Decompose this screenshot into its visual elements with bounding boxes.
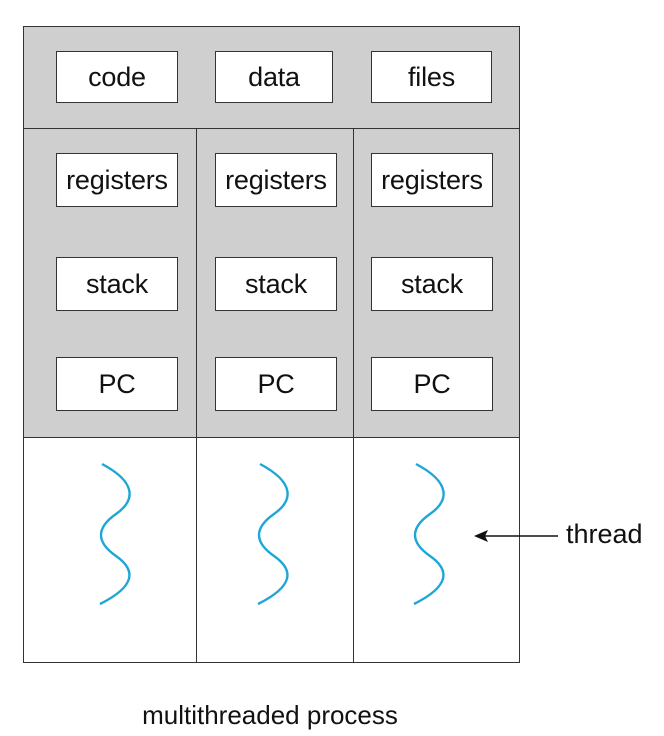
stack-box: stack xyxy=(215,257,337,311)
code-box: code xyxy=(56,51,178,103)
thread-columns xyxy=(23,128,520,663)
stack-box: stack xyxy=(371,257,493,311)
stack-box: stack xyxy=(56,257,178,311)
pc-box: PC xyxy=(215,357,337,411)
diagram-caption: multithreaded process xyxy=(142,700,398,730)
pc-box: PC xyxy=(56,357,178,411)
thread-divider xyxy=(354,437,519,438)
registers-box: registers xyxy=(215,153,337,207)
registers-box: registers xyxy=(371,153,493,207)
wavy-line-icon xyxy=(94,462,140,606)
files-box: files xyxy=(371,51,492,103)
thread-divider xyxy=(197,437,354,438)
wavy-line-icon xyxy=(252,462,298,606)
registers-box: registers xyxy=(56,153,178,207)
arrow-left-icon xyxy=(474,528,558,544)
data-box: data xyxy=(215,51,333,103)
thread-label: thread xyxy=(566,519,643,549)
wavy-line-icon xyxy=(408,462,454,606)
thread-divider xyxy=(24,437,197,438)
pc-box: PC xyxy=(371,357,493,411)
